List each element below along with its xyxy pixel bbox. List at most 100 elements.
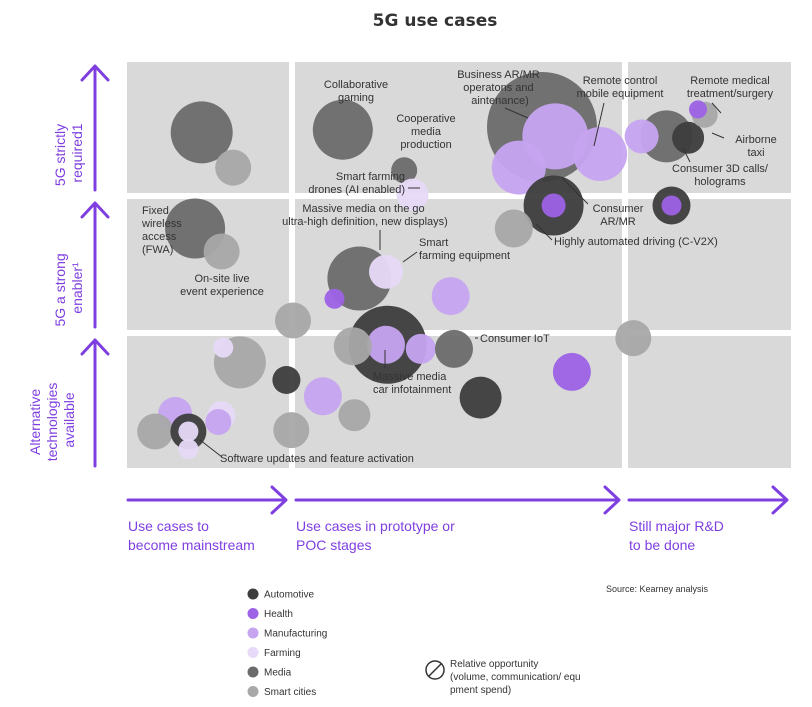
annotation-business-armr-line3: aintenance) — [471, 95, 529, 107]
leader-airborne — [711, 132, 725, 139]
x-label-right-line1: Still major R&D — [629, 518, 728, 534]
annotation-smart-drones-line2: drones (AI enabled) — [308, 184, 405, 196]
y-label-top-line2: required1 — [69, 123, 85, 182]
legend-swatch-media — [247, 666, 259, 678]
annotation-cooperative-media-line2: media — [411, 126, 442, 138]
leader-consumer-armr — [561, 177, 589, 205]
bubble-manufacturing-13 — [624, 119, 659, 154]
annotation-business-armr-line2: operatons and — [463, 82, 536, 94]
x-axis-arrows — [126, 485, 789, 515]
size-legend-line1: Relative opportunity — [450, 659, 538, 670]
bubble-manufacturing-24 — [431, 277, 470, 316]
size-legend-line3: pment spend) — [450, 685, 511, 696]
x-arrow-right — [627, 485, 789, 515]
annotation-software-updates: Software updates and feature activation — [220, 453, 414, 465]
annotation-remote-medical-line2: treatment/surgery — [687, 88, 774, 100]
y-label-bottom-line2: technologies — [44, 383, 60, 462]
x-label-right: Still major R&D to be done — [629, 518, 728, 553]
annotation-consumer-3d-line1: Consumer 3D calls/ — [672, 163, 769, 175]
bubble-manufacturing-34 — [303, 377, 342, 416]
chart-title: 5G use cases — [373, 11, 498, 31]
legend-label-automotive: Automotive — [264, 590, 314, 601]
annotation-smart-farm-eq-line2: farming equipment — [419, 250, 510, 262]
annotation-business-armr-line1: Business AR/MR — [457, 69, 543, 81]
y-label-top: 5G strictly required1 — [52, 120, 85, 186]
annotation-fwa-line4: (FWA) — [142, 244, 173, 256]
annotation-consumer-armr-line1: Consumer — [593, 203, 644, 215]
source-note: Source: Kearney analysis — [606, 584, 709, 594]
annotation-smart-drones-line1: Smart farming — [336, 171, 405, 183]
leader-remote-control — [593, 102, 605, 147]
bubble-health-45 — [552, 352, 591, 391]
size-legend: Relative opportunity (volume, communicat… — [425, 659, 581, 696]
bubble-health-16 — [689, 100, 707, 119]
x-label-middle-line2: POC stages — [296, 537, 371, 553]
leader-hi-auto — [535, 223, 553, 241]
legend-swatch-health — [247, 608, 259, 619]
bubble-automotive-33 — [272, 366, 301, 394]
bubble-manufacturing-7 — [522, 103, 589, 170]
bubble-health-10 — [541, 193, 566, 218]
bubble-smart-cities-11 — [494, 209, 533, 248]
leader-3d-calls — [682, 147, 691, 163]
annotation-fwa-line1: Fixed — [142, 205, 169, 217]
leader-business-armr — [504, 107, 529, 119]
legend-label-manufacturing: Manufacturing — [264, 629, 327, 640]
bubble-automotive-14 — [672, 121, 705, 154]
y-label-bottom-line3: available — [61, 392, 77, 447]
annotation-airborne-taxi-line1: Airborne — [735, 134, 777, 146]
size-legend-icon — [425, 660, 445, 680]
bubble-media-2 — [312, 99, 373, 160]
legend-label-media: Media — [264, 668, 292, 679]
annotation-massive-media-go: Massive media on the go ultra-high defin… — [282, 203, 448, 228]
bubble-smart-cities-44 — [273, 412, 310, 449]
annotation-highly-automated: Highly automated driving (C-V2X) — [554, 236, 718, 248]
legend: AutomotiveHealthManufacturingFarmingMedi… — [247, 588, 327, 698]
bubble-health-18 — [661, 195, 682, 216]
annotation-onsite-live-line2: event experience — [180, 286, 264, 298]
bubble-manufacturing-39 — [205, 409, 232, 435]
annotation-collaborative-gaming-line1: Collaborative — [324, 79, 388, 91]
leader-smart-farm-eq — [402, 251, 418, 263]
cell-r2-c3 — [628, 199, 791, 330]
x-arrow-left — [126, 485, 288, 515]
annotation-consumer-iot: Consumer IoT — [480, 333, 550, 345]
leader-lines — [199, 102, 725, 458]
bubble-smart-cities-40 — [137, 413, 174, 450]
annotation-remote-control-line1: Remote control — [583, 75, 658, 87]
annotation-car-infotainment-line2: car infotainment — [373, 384, 451, 396]
y-axis-arrows — [80, 64, 110, 468]
bubble-farming-43 — [178, 439, 199, 460]
leader-remote-medical — [711, 102, 722, 114]
x-arrow-middle — [294, 485, 621, 515]
bubble-manufacturing-8 — [573, 127, 628, 181]
y-arrow-middle — [80, 201, 110, 329]
y-label-bottom: Alternative technologies available — [27, 379, 77, 462]
legend-label-smart-cities: Smart cities — [264, 687, 316, 698]
bubble-media-30 — [435, 329, 473, 368]
annotation-massive-media-go-line1: Massive media on the go — [302, 203, 427, 215]
x-label-middle: Use cases in prototype or POC stages — [296, 518, 459, 553]
bubble-media-0 — [170, 101, 233, 164]
annotation-cooperative-media-line3: production — [400, 139, 451, 151]
annotation-car-infotainment-line1: Massive media — [373, 371, 447, 383]
bubble-manufacturing-29 — [405, 333, 436, 364]
bubble-layer — [137, 72, 718, 460]
legend-swatch-smart-cities — [247, 686, 259, 697]
y-arrow-top — [80, 64, 110, 192]
x-label-left: Use cases to become mainstream — [128, 518, 255, 553]
annotation-smart-farm-eq-line1: Smart — [419, 237, 448, 249]
annotation-remote-medical-line1: Remote medical — [690, 75, 769, 87]
bubble-smart-cities-20 — [203, 233, 240, 270]
y-label-middle-line2: enabler¹ — [69, 262, 85, 314]
annotation-business-armr: Business AR/MR operatons and aintenance) — [457, 69, 543, 107]
